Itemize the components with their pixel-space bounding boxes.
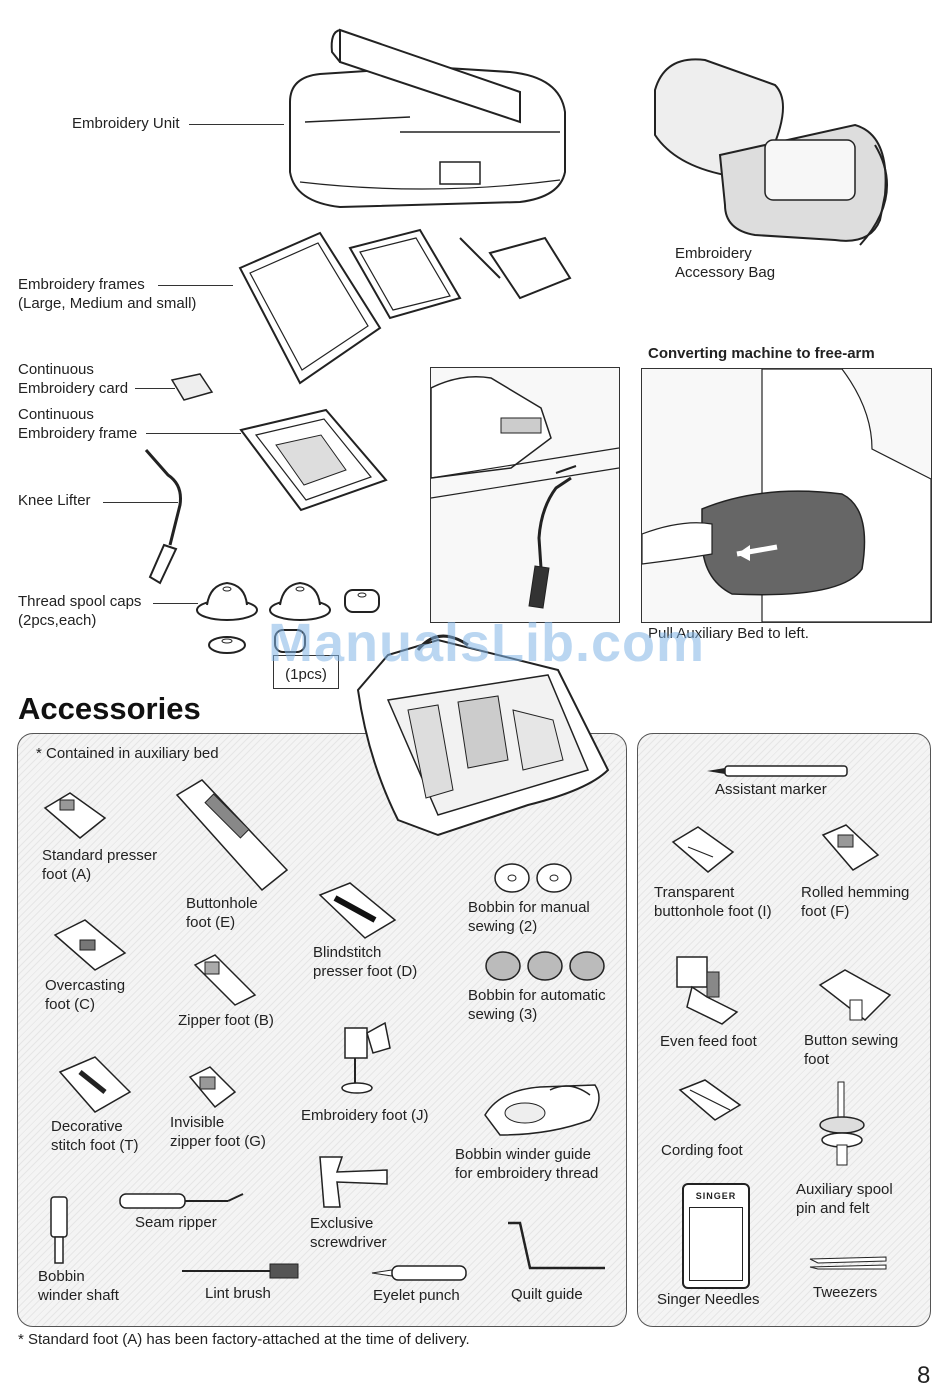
label-tweezers: Tweezers xyxy=(813,1284,878,1301)
knee-lifter-illustration xyxy=(144,449,182,585)
continuous-frame-illustration xyxy=(239,408,388,512)
label-aux-spool: Auxiliary spool pin and felt xyxy=(796,1181,893,1217)
label-needles: Singer Needles xyxy=(657,1291,760,1308)
label-embroidery-foot: Embroidery foot (J) xyxy=(301,1107,429,1124)
label-transparent-foot: Transparent buttonhole foot (I) xyxy=(654,884,772,920)
needles-brand-text: SINGER xyxy=(695,1191,737,1201)
blindstitch-foot-icon xyxy=(318,882,397,939)
button-sewing-foot-icon xyxy=(818,969,892,1021)
leader-line xyxy=(103,502,178,503)
embroidery-unit-illustration xyxy=(289,28,566,209)
label-rolled-foot: Rolled hemming foot (F) xyxy=(801,884,910,920)
seam-ripper-icon xyxy=(119,1193,244,1209)
aux-spool-pin-icon xyxy=(819,1081,865,1166)
label-screwdriver: Exclusive screwdriver xyxy=(310,1215,387,1251)
label-continuous-frame: Continuous Embroidery frame xyxy=(18,406,138,442)
label-buttonhole-foot: Buttonhole foot (E) xyxy=(186,895,258,931)
label-bobbin-automatic: Bobbin for automatic sewing (3) xyxy=(468,987,606,1023)
label-winder-shaft: Bobbin winder shaft xyxy=(38,1268,119,1304)
auxiliary-bed-panel xyxy=(17,733,627,1327)
tweezers-icon xyxy=(809,1256,887,1270)
watermark: ManualsLib.com xyxy=(268,613,706,673)
standard-presser-foot-icon xyxy=(43,792,107,839)
footnote: * Standard foot (A) has been factory-att… xyxy=(18,1331,470,1348)
assistant-marker-icon xyxy=(707,765,848,777)
transparent-buttonhole-foot-icon xyxy=(671,826,735,873)
bobbin-winder-guide-icon xyxy=(484,1084,600,1136)
label-decorative: Decorative stitch foot (T) xyxy=(51,1118,139,1154)
screwdriver-icon xyxy=(319,1156,388,1208)
label-cording: Cording foot xyxy=(661,1142,743,1159)
label-seam-ripper: Seam ripper xyxy=(135,1214,217,1231)
bobbin-manual-icon xyxy=(494,863,572,893)
label-embroidery-frames: Embroidery frames (Large, Medium and sma… xyxy=(18,276,197,312)
invisible-zipper-foot-icon xyxy=(188,1066,237,1109)
label-blindstitch: Blindstitch presser foot (D) xyxy=(313,944,418,980)
free-arm-title: Converting machine to free-arm xyxy=(648,345,875,362)
overcasting-foot-icon xyxy=(53,919,127,971)
leader-line xyxy=(146,433,241,434)
continuous-card-illustration xyxy=(170,373,214,401)
leader-line xyxy=(189,124,284,125)
rolled-hemming-foot-icon xyxy=(821,824,880,871)
label-quilt-guide: Quilt guide xyxy=(511,1286,583,1303)
leader-line xyxy=(153,603,198,604)
decorative-foot-icon xyxy=(58,1056,132,1113)
label-even-feed: Even feed foot xyxy=(660,1033,757,1050)
needles-window xyxy=(689,1207,743,1281)
buttonhole-foot-icon xyxy=(175,779,289,892)
label-bobbin-manual: Bobbin for manual sewing (2) xyxy=(468,899,590,935)
label-invisible-zipper: Invisible zipper foot (G) xyxy=(170,1114,266,1150)
label-continuous-card: Continuous Embroidery card xyxy=(18,361,129,397)
label-zipper: Zipper foot (B) xyxy=(178,1012,274,1029)
eyelet-punch-icon xyxy=(371,1265,467,1281)
label-winder-guide: Bobbin winder guide for embroidery threa… xyxy=(455,1146,599,1182)
accessory-bag-illustration xyxy=(654,58,888,246)
label-lint-brush: Lint brush xyxy=(205,1285,271,1302)
leader-line xyxy=(158,285,233,286)
cording-foot-icon xyxy=(678,1079,742,1121)
label-embroidery-unit: Embroidery Unit xyxy=(72,115,180,132)
leader-line xyxy=(135,388,175,389)
lint-brush-icon xyxy=(182,1263,299,1279)
singer-needles-pack: SINGER xyxy=(682,1183,750,1289)
label-button-sewing: Button sewing foot xyxy=(804,1032,899,1068)
even-feed-foot-icon xyxy=(676,956,739,1025)
bobbin-winder-shaft-icon xyxy=(50,1196,68,1264)
embroidery-frames-illustration xyxy=(238,228,572,385)
label-overcasting: Overcasting foot (C) xyxy=(45,977,126,1013)
label-spool-caps: Thread spool caps (2pcs,each) xyxy=(18,593,142,629)
embroidery-foot-icon xyxy=(341,1021,391,1094)
page-number: 8 xyxy=(917,1362,931,1389)
label-assistant-marker: Assistant marker xyxy=(715,781,827,798)
label-standard-foot: Standard presser foot (A) xyxy=(42,847,158,883)
free-arm-figure xyxy=(641,368,932,623)
zipper-foot-icon xyxy=(193,954,257,1006)
label-eyelet-punch: Eyelet punch xyxy=(373,1287,460,1304)
accessories-heading: Accessories xyxy=(18,691,201,726)
label-accessory-bag: Embroidery Accessory Bag xyxy=(675,245,776,281)
one-pc-box: (1pcs) xyxy=(273,655,339,689)
pull-caption: Pull Auxiliary Bed to left. xyxy=(648,625,809,642)
auxiliary-bed-note: * Contained in auxiliary bed xyxy=(36,745,219,762)
bobbin-automatic-icon xyxy=(485,951,605,981)
label-knee-lifter: Knee Lifter xyxy=(18,492,91,509)
knee-lifter-install-figure xyxy=(430,367,620,623)
spool-caps-illustration xyxy=(196,581,380,654)
quilt-guide-icon xyxy=(508,1221,605,1270)
auxiliary-bed-illustration xyxy=(356,634,610,837)
